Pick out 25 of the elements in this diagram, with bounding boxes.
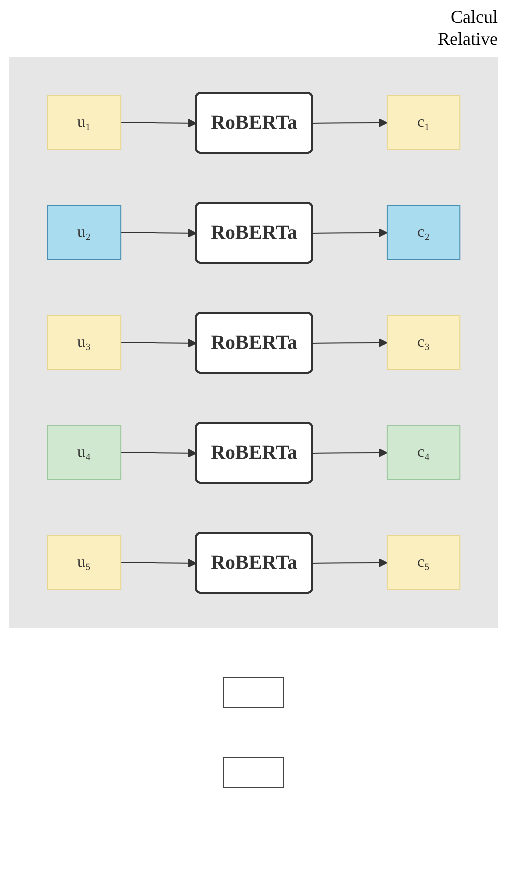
arrow [312,228,388,238]
arrow [120,339,198,348]
heading-text: Calcul [450,6,498,28]
arrow [312,448,388,458]
node-box [224,758,284,788]
node-box: u₃ [47,316,122,370]
heading-text: Relative [437,28,498,50]
node-box: u₅ [47,536,122,590]
node-box: c₂ [387,206,461,260]
cluster [10,58,498,628]
node-box: u₂ [47,206,122,260]
node-box: c₄ [387,426,461,480]
arrow [120,229,198,238]
node-box: u₁ [47,96,122,150]
node-box: u₄ [47,426,122,480]
node-box: c₃ [387,316,461,370]
arrow [312,558,388,568]
arrow [120,449,198,458]
arrow [120,119,198,128]
node-box [224,678,284,708]
node-box: c₅ [387,536,461,590]
arrow [312,338,388,348]
node-box: c₁ [387,96,461,150]
arrow [120,559,198,568]
arrow [312,118,388,128]
